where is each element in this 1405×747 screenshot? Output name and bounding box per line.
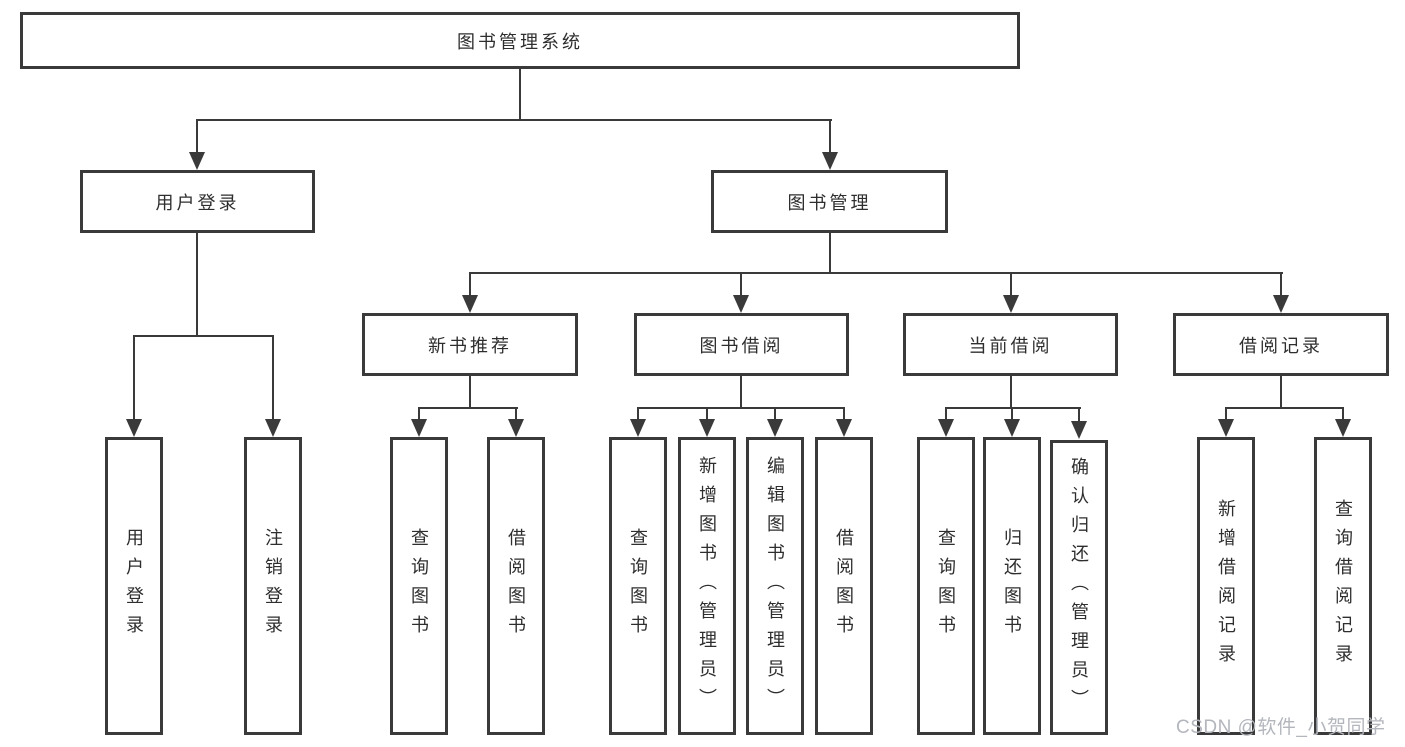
node-root: 图书管理系统 xyxy=(20,12,1020,69)
connector-vline xyxy=(133,335,135,421)
connector-vline xyxy=(637,407,639,421)
arrow-down-icon xyxy=(767,419,783,437)
connector-vline xyxy=(519,69,521,120)
connector-vline xyxy=(945,407,947,421)
connector-vline xyxy=(740,376,742,409)
connector-vline xyxy=(469,272,471,297)
watermark-text: CSDN @软件_小贺同学 xyxy=(1176,717,1386,738)
connector-vline xyxy=(829,119,831,154)
connector-hline xyxy=(418,407,518,409)
leaf-query-books-2: 查询图书 xyxy=(609,437,667,735)
arrow-down-icon xyxy=(462,295,478,313)
arrow-down-icon xyxy=(265,419,281,437)
arrow-down-icon xyxy=(1273,295,1289,313)
connector-vline xyxy=(1010,272,1012,297)
connector-vline xyxy=(1010,376,1012,409)
leaf-return-books: 归还图书 xyxy=(983,437,1041,735)
node-user-login: 用户登录 xyxy=(80,170,315,233)
connector-hline xyxy=(1225,407,1344,409)
arrow-down-icon xyxy=(1218,419,1234,437)
connector-vline xyxy=(829,233,831,274)
arrow-down-icon xyxy=(1071,421,1087,439)
connector-hline xyxy=(133,335,274,337)
connector-hline xyxy=(637,407,845,409)
leaf-borrow-books-2: 借阅图书 xyxy=(815,437,873,735)
leaf-borrow-books-1: 借阅图书 xyxy=(487,437,545,735)
connector-vline xyxy=(418,407,420,421)
connector-vline xyxy=(1280,376,1282,409)
node-current-borrow: 当前借阅 xyxy=(903,313,1118,376)
connector-vline xyxy=(196,233,198,337)
arrow-down-icon xyxy=(189,152,205,170)
arrow-down-icon xyxy=(1003,295,1019,313)
leaf-query-books-3: 查询图书 xyxy=(917,437,975,735)
connector-vline xyxy=(1280,272,1282,297)
connector-vline xyxy=(1225,407,1227,421)
leaf-query-books-1: 查询图书 xyxy=(390,437,448,735)
connector-vline xyxy=(515,407,517,421)
node-book-borrow: 图书借阅 xyxy=(634,313,849,376)
connector-vline xyxy=(196,119,198,154)
arrow-down-icon xyxy=(822,152,838,170)
node-book-management: 图书管理 xyxy=(711,170,948,233)
arrow-down-icon xyxy=(411,419,427,437)
leaf-add-borrow-record: 新增借阅记录 xyxy=(1197,437,1255,735)
connector-vline xyxy=(706,407,708,421)
connector-hline xyxy=(945,407,1081,409)
arrow-down-icon xyxy=(126,419,142,437)
leaf-confirm-return-admin: 确认归还（管理员） xyxy=(1050,440,1108,735)
arrow-down-icon xyxy=(508,419,524,437)
connector-vline xyxy=(1342,407,1344,421)
connector-vline xyxy=(1011,407,1013,421)
arrow-down-icon xyxy=(699,419,715,437)
connector-vline xyxy=(272,335,274,421)
connector-vline xyxy=(740,272,742,297)
leaf-logout: 注销登录 xyxy=(244,437,302,735)
leaf-query-borrow-record: 查询借阅记录 xyxy=(1314,437,1372,735)
connector-hline xyxy=(196,119,832,121)
leaf-user-login: 用户登录 xyxy=(105,437,163,735)
connector-vline xyxy=(774,407,776,421)
node-new-book-recommend: 新书推荐 xyxy=(362,313,578,376)
connector-hline xyxy=(469,272,1283,274)
arrow-down-icon xyxy=(1004,419,1020,437)
arrow-down-icon xyxy=(630,419,646,437)
node-borrow-records: 借阅记录 xyxy=(1173,313,1389,376)
leaf-edit-books-admin: 编辑图书（管理员） xyxy=(746,437,804,735)
arrow-down-icon xyxy=(938,419,954,437)
connector-vline xyxy=(469,376,471,409)
arrow-down-icon xyxy=(1335,419,1351,437)
connector-vline xyxy=(843,407,845,421)
connector-vline xyxy=(1078,407,1080,421)
arrow-down-icon xyxy=(733,295,749,313)
leaf-add-books-admin: 新增图书（管理员） xyxy=(678,437,736,735)
arrow-down-icon xyxy=(836,419,852,437)
